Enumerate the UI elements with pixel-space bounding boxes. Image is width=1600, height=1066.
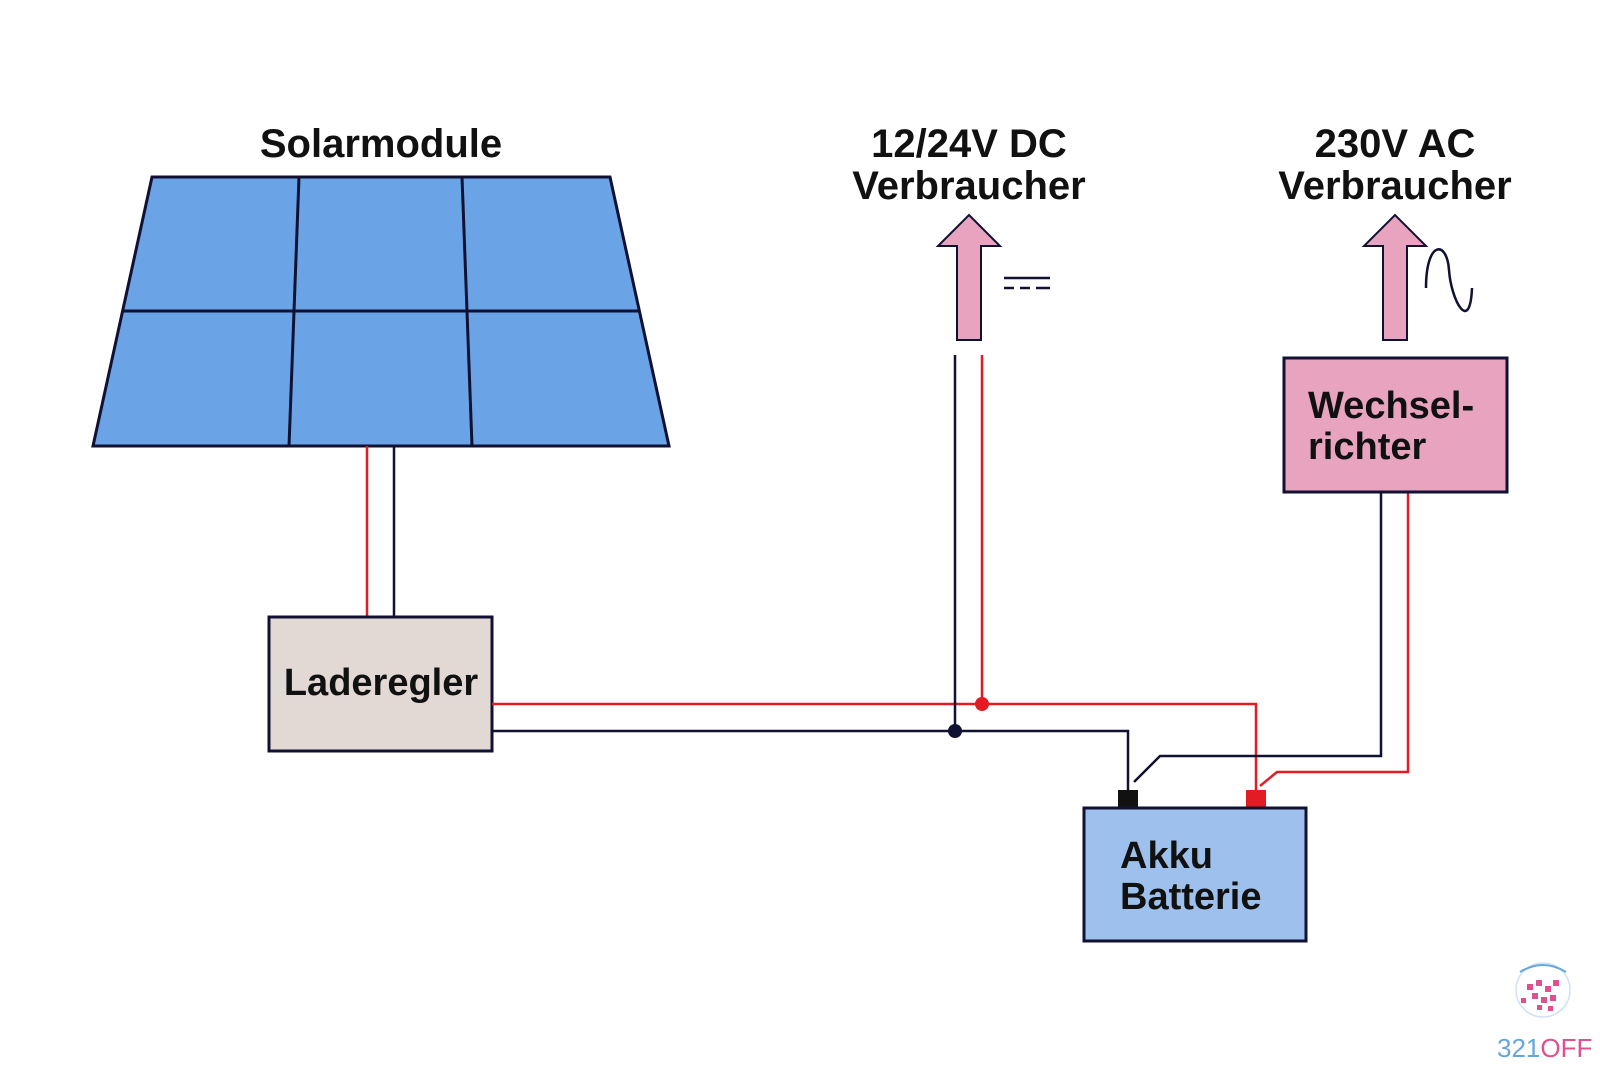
dc-title-line1: 12/24V DC — [871, 122, 1067, 166]
charge-controller: Laderegler — [267, 615, 494, 753]
battery-box — [1082, 806, 1308, 943]
logo-globe-icon — [1515, 962, 1571, 1018]
charge-controller-box — [267, 615, 494, 753]
inverter-wire-negative — [1133, 493, 1383, 783]
battery-terminal-negative — [1118, 790, 1138, 808]
solar-panel — [91, 175, 671, 448]
solar-panel-grid-vertical-2 — [460, 176, 474, 447]
dc-arrow — [935, 213, 1003, 341]
inverter-label-line2: richter — [1308, 426, 1426, 468]
ac-title-line1: 230V AC — [1315, 122, 1476, 166]
inverter: Wechsel- richter — [1282, 356, 1509, 494]
battery: Akku Batterie — [1082, 790, 1308, 943]
solar-title: Solarmodule — [260, 122, 502, 166]
logo-text: 321OFF — [1497, 1033, 1592, 1063]
dc-title-line2: Verbraucher — [852, 164, 1085, 208]
bus-wire-positive — [492, 702, 1258, 790]
battery-label-line2: Batterie — [1120, 876, 1262, 918]
ac-arrow — [1361, 213, 1429, 341]
junction-positive — [975, 697, 989, 711]
brand-logo: 321OFF — [1497, 962, 1592, 1063]
inverter-label-line1: Wechsel- — [1308, 385, 1474, 427]
dc-symbol-icon — [1004, 276, 1050, 290]
inverter-box — [1282, 356, 1509, 494]
battery-terminal-positive — [1246, 790, 1266, 808]
charge-controller-label: Laderegler — [284, 662, 479, 704]
bus-wire-negative — [492, 729, 1130, 790]
solar-panel-grid-vertical-1 — [287, 176, 301, 447]
battery-label-line1: Akku — [1120, 835, 1213, 877]
ac-title-line2: Verbraucher — [1278, 164, 1511, 208]
junction-negative — [948, 724, 962, 738]
ac-sine-icon — [1424, 248, 1474, 313]
inverter-wire-positive — [1259, 493, 1410, 787]
